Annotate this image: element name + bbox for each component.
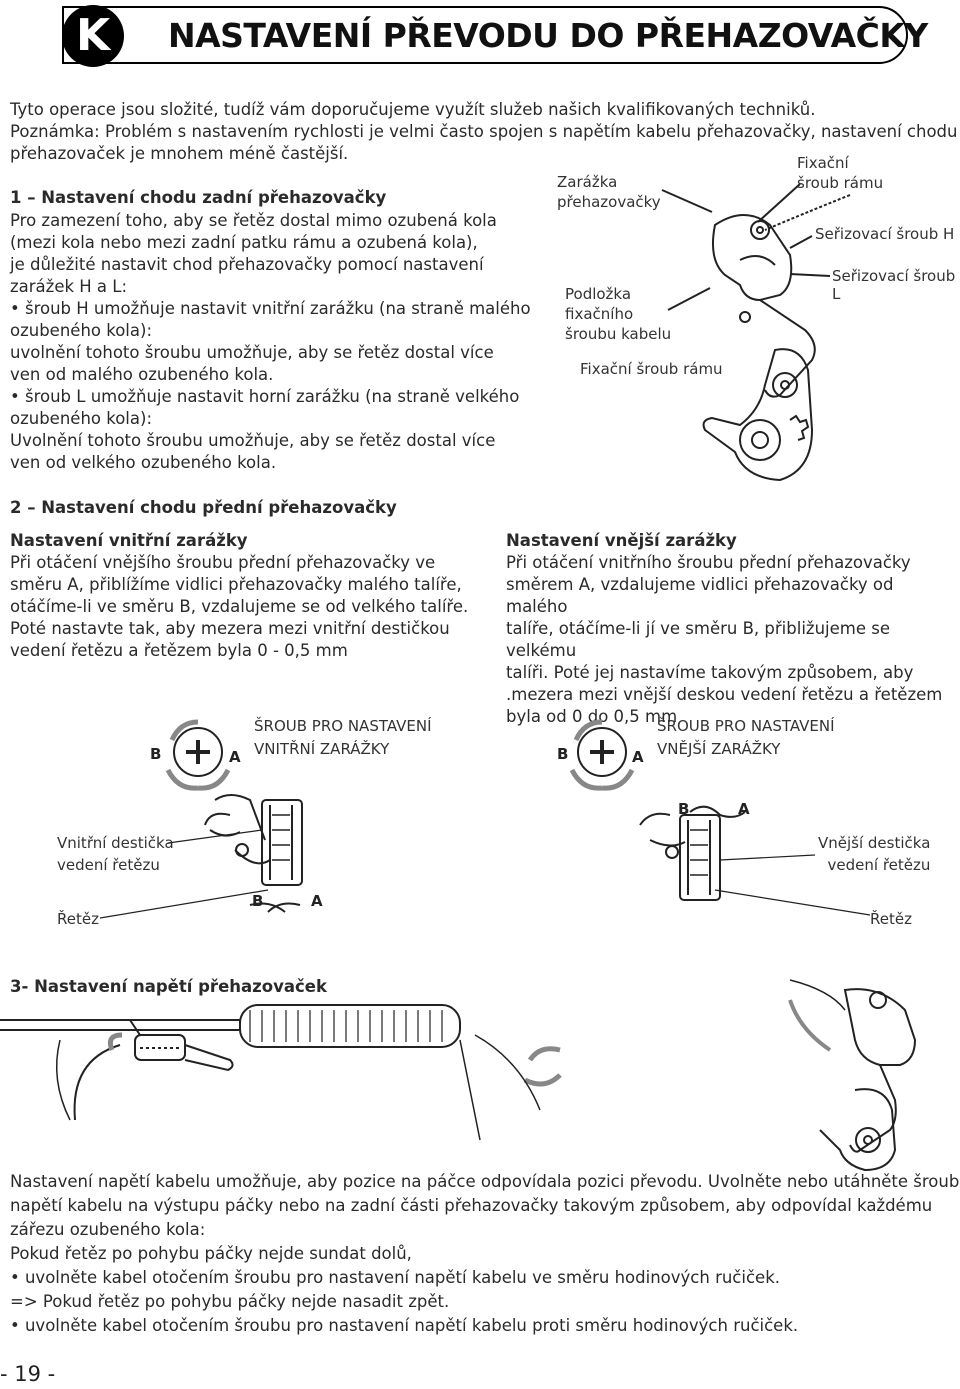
dir-b-label: B [557, 745, 569, 763]
section3-line: zářezu ozubeného kola: [10, 1220, 206, 1239]
dir-b-label: B [678, 800, 690, 818]
section1-heading: 1 – Nastavení chodu zadní přehazovačky [10, 188, 387, 207]
page-number: - 19 - [0, 1362, 56, 1386]
front-outer-heading: Nastavení vnější zarážky [506, 531, 737, 550]
h-screw-label: Seřizovací šroub H [815, 225, 955, 243]
outer-plate-label-line: Vnější destička [818, 834, 931, 852]
section1-line: (mezi kola nebo mezi zadní patku rámu a … [10, 233, 478, 252]
front-outer-line: směrem A, vzdalujeme vidlici přehazovačk… [506, 575, 894, 616]
dir-a-label: A [738, 800, 750, 818]
fix-frame-label: Fixační šroub rámu [580, 360, 723, 378]
section1-line: ven od malého ozubeného kola. [10, 365, 274, 384]
washer-label-line: Podložka [565, 285, 632, 303]
section1-line: ozubeného kola): [10, 409, 152, 428]
section1-body: Pro zamezení toho, aby se řetěz dostal m… [10, 210, 531, 474]
inner-plate-label-line: vedení řetězu [57, 856, 160, 874]
intro-line-3: přehazovaček je mnohem méně častější. [10, 144, 349, 163]
washer-label-line: fixačního [565, 305, 634, 323]
stop-label: Zarážka přehazovačky [557, 172, 661, 212]
fix-top-label: Fixační šroub rámu [797, 153, 883, 193]
outer-plate-label-line: vedení řetězu [827, 856, 931, 874]
stop-label-line: přehazovačky [557, 193, 661, 211]
section1-line: Uvolnění tohoto šroubu umožňuje, aby se … [10, 431, 496, 450]
front-inner-line: vedení řetězu a řetězem byla 0 - 0,5 mm [10, 641, 348, 660]
inner-screw-label-line: ŠROUB PRO NASTAVENÍ [254, 717, 432, 735]
outer-screw-label-line: ŠROUB PRO NASTAVENÍ [657, 717, 835, 735]
outer-screw-label-line: VNĚJŠÍ ZARÁŽKY [657, 740, 781, 758]
front-outer-line: Při otáčení vnitřního šroubu přední přeh… [506, 553, 911, 572]
front-outer-block: Nastavení vnější zarážky Při otáčení vni… [506, 530, 960, 728]
intro-line-1: Tyto operace jsou složité, tudíž vám dop… [10, 100, 816, 119]
front-outer-line: .mezera mezi vnější deskou vedení řetězu… [506, 685, 943, 704]
front-outer-line: byla od 0 do 0,5 mm [506, 707, 678, 726]
intro-line-2: Poznámka: Problém s nastavením rychlosti… [10, 122, 958, 141]
section3-line: Pokud řetěz po pohybu páčky nejde sundat… [10, 1244, 412, 1263]
rear-derailleur-illustration [661, 183, 851, 482]
outer-chain-label: Řetěz [870, 910, 912, 928]
section-badge: K [62, 5, 124, 67]
front-inner-heading: Nastavení vnitřní zarážky [10, 531, 248, 550]
dir-a-label: A [229, 748, 241, 766]
front-inner-line: Při otáčení vnějšího šroubu přední přeha… [10, 553, 436, 572]
fix-top-label-line: šroub rámu [797, 174, 884, 192]
dir-a-label: A [311, 892, 323, 910]
front-inner-line: směru A, přiblížíme vidlici přehazovačky… [10, 575, 462, 594]
front-outer-line: talíře, otáčíme-li jí ve směru B, přibli… [506, 619, 890, 660]
outer-plate-label: Vnější destička vedení řetězu [818, 832, 930, 876]
section3-line: => Pokud řetěz po pohybu páčky nejde nas… [10, 1292, 450, 1311]
section1-line: ven od velkého ozubeného kola. [10, 453, 277, 472]
section2-heading: 2 – Nastavení chodu přední přehazovačky [10, 498, 397, 517]
section1-line: je důležité nastavit chod přehazovačky p… [10, 255, 484, 274]
front-inner-line: otáčíme-li ve směru B, vzdalujeme se od … [10, 597, 469, 616]
fix-top-label-line: Fixační [797, 154, 849, 172]
section1-line: zarážek H a L: [10, 277, 128, 296]
section3-line: napětí kabelu na výstupu páčky nebo na z… [10, 1196, 933, 1215]
section1-line: ozubeného kola): [10, 321, 152, 340]
inner-plate-label: Vnitřní destička vedení řetězu [57, 832, 174, 876]
inner-chain-label: Řetěz [57, 910, 99, 928]
washer-label-line: šroubu kabelu [565, 325, 672, 343]
l-screw-label: Seřizovací šroub L [832, 267, 956, 303]
dir-b-label: B [150, 745, 162, 763]
section1-line: • šroub H umožňuje nastavit vnitřní zará… [10, 299, 531, 318]
front-inner-line: Poté nastavte tak, aby mezera mezi vnitř… [10, 619, 450, 638]
dir-a-label: A [632, 748, 644, 766]
page-title: NASTAVENÍ PŘEVODU DO PŘEHAZOVAČKY [168, 16, 928, 55]
stop-label-line: Zarážka [557, 173, 618, 191]
section1-line: • šroub L umožňuje nastavit horní zarážk… [10, 387, 520, 406]
dir-b-label: B [252, 892, 264, 910]
section3-line: • uvolněte kabel otočením šroubu pro nas… [10, 1316, 799, 1335]
outer-screw-label: ŠROUB PRO NASTAVENÍ VNĚJŠÍ ZARÁŽKY [657, 715, 835, 761]
inner-screw-label: ŠROUB PRO NASTAVENÍ VNITŘNÍ ZARÁŽKY [254, 715, 432, 761]
washer-label: Podložka fixačního šroubu kabelu [565, 284, 671, 344]
section1-line: Pro zamezení toho, aby se řetěz dostal m… [10, 211, 497, 230]
section3-heading: 3- Nastavení napětí přehazovaček [10, 977, 327, 996]
section1-line: uvolnění tohoto šroubu umožňuje, aby se … [10, 343, 494, 362]
inner-plate-label-line: Vnitřní destička [57, 834, 174, 852]
inner-screw-label-line: VNITŘNÍ ZARÁŽKY [254, 740, 390, 758]
front-outer-line: talíři. Poté jej nastavíme takovým způso… [506, 663, 914, 682]
section3-line: • uvolněte kabel otočením šroubu pro nas… [10, 1268, 780, 1287]
front-inner-block: Nastavení vnitřní zarážky Při otáčení vn… [10, 530, 468, 662]
section3-body: Nastavení napětí kabelu umožňuje, aby po… [10, 1170, 959, 1338]
section3-line: Nastavení napětí kabelu umožňuje, aby po… [10, 1172, 960, 1191]
